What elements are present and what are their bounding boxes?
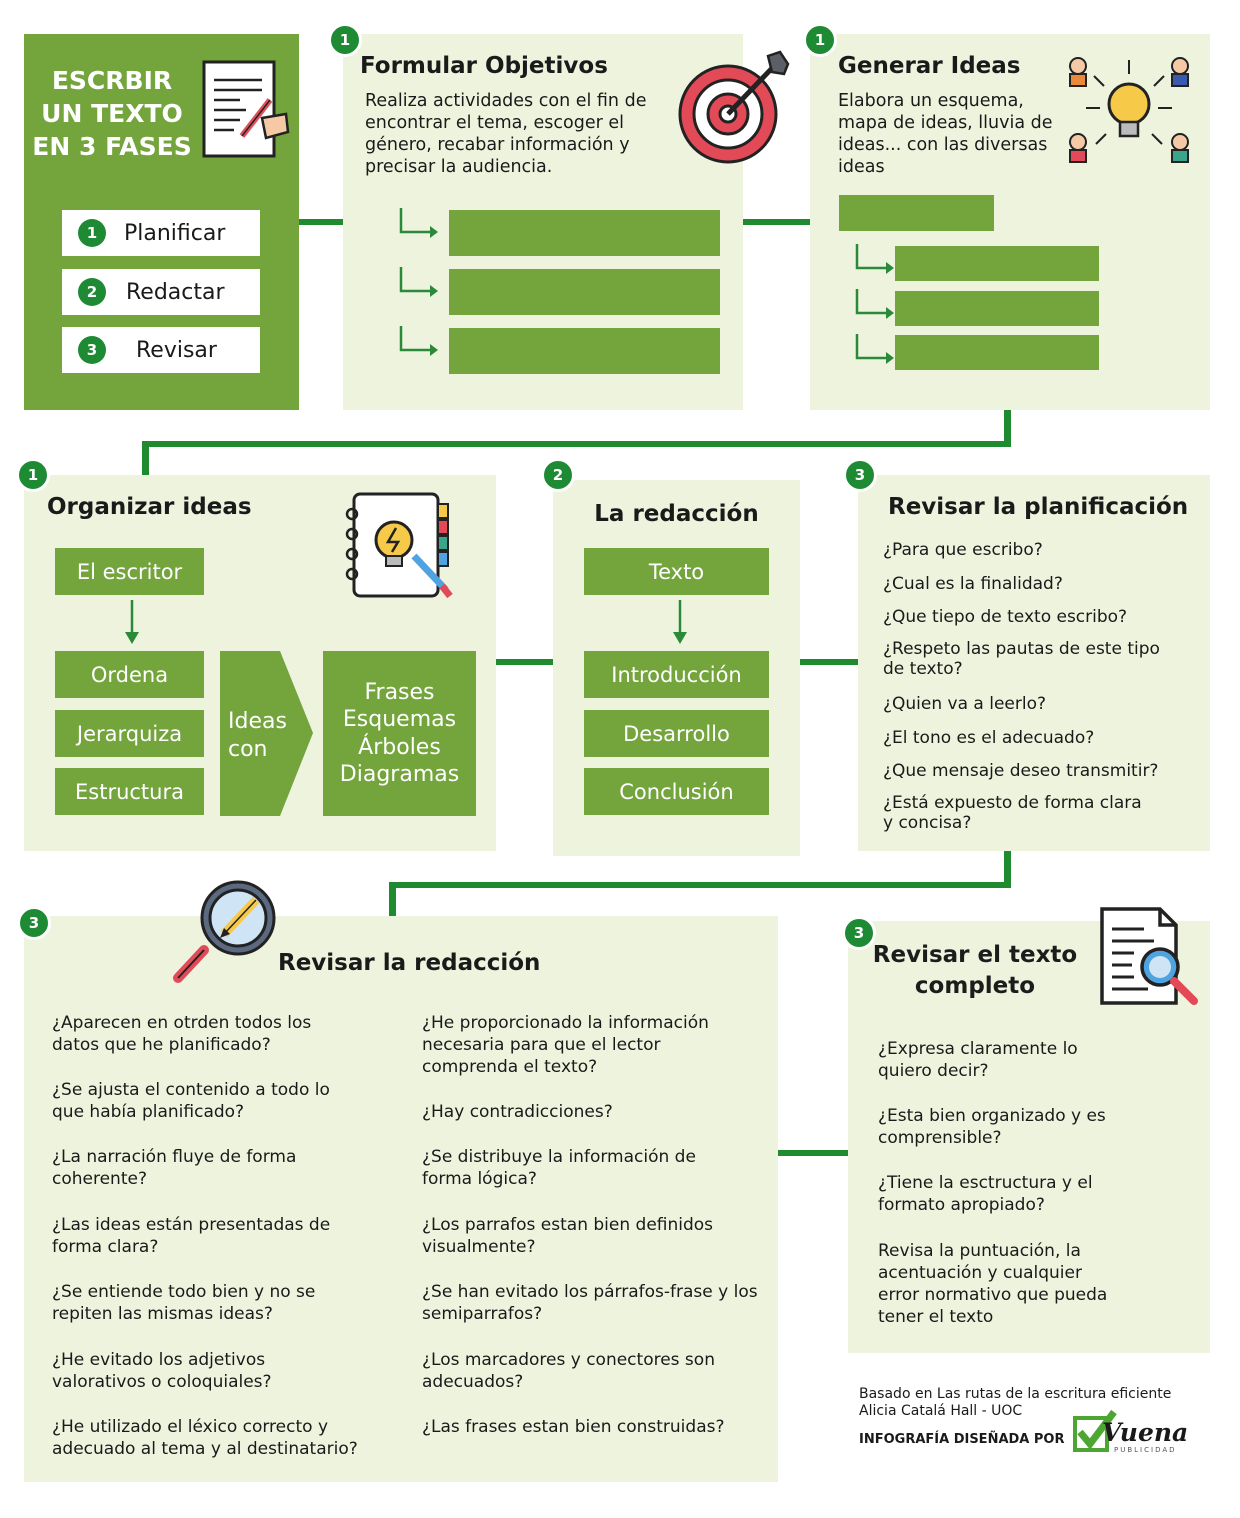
main-title: ESCRBIR UN TEXTO EN 3 FASES bbox=[32, 66, 192, 161]
question: ¿Las ideas están presentadas de forma cl… bbox=[52, 1215, 331, 1257]
placeholder-bar bbox=[895, 335, 1099, 370]
step-badge: 1 bbox=[328, 23, 362, 57]
connector bbox=[800, 659, 860, 665]
arrow-right-icon bbox=[855, 244, 894, 274]
question: ¿Cual es la finalidad? bbox=[883, 574, 1063, 594]
placeholder-bar bbox=[895, 246, 1099, 281]
arrow-right-icon bbox=[399, 267, 438, 297]
question: ¿Aparecen en otrden todos los datos que … bbox=[52, 1013, 312, 1055]
arrow-right-icon bbox=[855, 334, 894, 364]
revisar-planificacion-panel bbox=[858, 475, 1210, 851]
arrow-down-icon bbox=[673, 600, 687, 644]
part-box: Conclusión bbox=[584, 768, 769, 815]
part-box: Desarrollo bbox=[584, 710, 769, 757]
revisar-plan-title: Revisar la planificación bbox=[888, 494, 1189, 520]
question: ¿Está expuesto de forma clara y concisa? bbox=[883, 793, 1142, 833]
arrow-down-icon bbox=[125, 600, 139, 644]
question: ¿Quien va a leerlo? bbox=[883, 694, 1047, 714]
connector bbox=[142, 441, 1011, 447]
designed-by-label: INFOGRAFÍA DISEÑADA POR bbox=[859, 1432, 1065, 1447]
question: ¿El tono es el adecuado? bbox=[883, 728, 1095, 748]
checkmark-logo-icon bbox=[1073, 1410, 1117, 1452]
question: ¿Que mensaje deseo transmitir? bbox=[883, 761, 1159, 781]
step-badge: 3 bbox=[17, 906, 51, 940]
magnifier-pencil-icon bbox=[173, 880, 276, 983]
question: ¿La narración fluye de forma coherente? bbox=[52, 1147, 297, 1189]
generar-title: Generar Ideas bbox=[838, 53, 1021, 79]
notebook-idea-icon bbox=[345, 492, 453, 599]
connector bbox=[1004, 850, 1011, 888]
connector bbox=[389, 882, 1011, 888]
placeholder-bar bbox=[839, 195, 994, 231]
formular-text: Realiza actividades con el fin de encont… bbox=[365, 91, 647, 177]
source-credit: Basado en Las rutas de la escritura efic… bbox=[859, 1386, 1172, 1419]
placeholder-bar bbox=[449, 269, 720, 315]
revisar-texto-title: Revisar el texto completo bbox=[872, 942, 1078, 999]
question: ¿Hay contradicciones? bbox=[422, 1102, 613, 1122]
phase-revisar: 3 Revisar bbox=[62, 327, 260, 373]
target-icon bbox=[678, 50, 790, 164]
question: ¿Se ajusta el contenido a todo lo que ha… bbox=[52, 1080, 330, 1122]
action-box: Ordena bbox=[55, 651, 204, 698]
brainstorm-lightbulb-icon bbox=[1069, 57, 1189, 163]
placeholder-bar bbox=[449, 210, 720, 256]
arrow-right-icon bbox=[399, 326, 438, 356]
check-item: Revisa la puntuación, la acentuación y c… bbox=[878, 1241, 1108, 1327]
question: ¿Los marcadores y conectores son adecuad… bbox=[422, 1350, 715, 1392]
action-box: Estructura bbox=[55, 768, 204, 815]
revisar-redaccion-title: Revisar la redacción bbox=[278, 950, 541, 976]
question: ¿Se entiende todo bien y no se repiten l… bbox=[52, 1282, 316, 1324]
phase-planificar: 1 Planificar bbox=[62, 210, 260, 256]
connector bbox=[496, 659, 554, 665]
question: ¿Que tiepo de texto escribo? bbox=[883, 607, 1128, 627]
placeholder-bar bbox=[449, 328, 720, 374]
question: ¿Respeto las pautas de este tipo de text… bbox=[883, 639, 1160, 679]
connector bbox=[389, 882, 396, 918]
writer-box: El escritor bbox=[55, 548, 204, 595]
question: ¿He utilizado el léxico correcto y adecu… bbox=[52, 1417, 358, 1459]
check-item: ¿Esta bien organizado y es comprensible? bbox=[878, 1106, 1106, 1148]
arrow-right-icon bbox=[855, 289, 894, 319]
tools-box: Frases Esquemas Árboles Diagramas bbox=[323, 651, 476, 816]
check-item: ¿Expresa claramente lo quiero decir? bbox=[878, 1039, 1078, 1081]
connector bbox=[298, 219, 344, 225]
placeholder-bar bbox=[895, 291, 1099, 326]
question: ¿Las frases estan bien construidas? bbox=[422, 1417, 725, 1437]
brand-logo: Vuena PUBLICIDAD bbox=[1072, 1410, 1188, 1458]
action-box: Jerarquiza bbox=[55, 710, 204, 757]
step-badge: 1 bbox=[803, 23, 837, 57]
ideas-with-label: Ideas con bbox=[228, 709, 287, 762]
arrow-right-icon bbox=[399, 208, 438, 238]
question: ¿Se distribuye la información de forma l… bbox=[422, 1147, 696, 1189]
question: ¿Los parrafos estan bien definidos visua… bbox=[422, 1215, 714, 1257]
connector bbox=[142, 441, 149, 477]
question: ¿Para que escribo? bbox=[883, 540, 1043, 560]
part-box: Introducción bbox=[584, 651, 769, 698]
redaccion-title: La redacción bbox=[594, 501, 759, 527]
formular-title: Formular Objetivos bbox=[360, 53, 608, 79]
step-badge: 3 bbox=[843, 458, 877, 492]
connector bbox=[777, 1150, 848, 1156]
question: ¿He evitado los adjetivos valorativos o … bbox=[52, 1350, 272, 1392]
connector bbox=[1004, 409, 1011, 447]
organizar-title: Organizar ideas bbox=[47, 494, 252, 520]
logo-subtitle: PUBLICIDAD bbox=[1114, 1446, 1177, 1454]
step-badge: 3 bbox=[842, 916, 876, 950]
check-item: ¿Tiene la esctructura y el formato aprop… bbox=[878, 1173, 1093, 1215]
text-box: Texto bbox=[584, 548, 769, 595]
generar-text: Elabora un esquema, mapa de ideas, lluvi… bbox=[838, 91, 1053, 177]
chevron-arrow-shape bbox=[220, 651, 313, 816]
phase-redactar: 2 Redactar bbox=[62, 269, 260, 315]
writing-document-icon bbox=[202, 60, 290, 158]
question: ¿He proporcionado la información necesar… bbox=[422, 1013, 709, 1077]
step-badge: 2 bbox=[541, 458, 575, 492]
document-search-icon bbox=[1100, 907, 1198, 1005]
question: ¿Se han evitado los párrafos-frase y los… bbox=[422, 1282, 758, 1324]
step-badge: 1 bbox=[16, 458, 50, 492]
connector bbox=[742, 219, 810, 225]
logo-wordmark: Vuena bbox=[1102, 1418, 1189, 1447]
revisar-redaccion-panel bbox=[24, 916, 778, 1482]
